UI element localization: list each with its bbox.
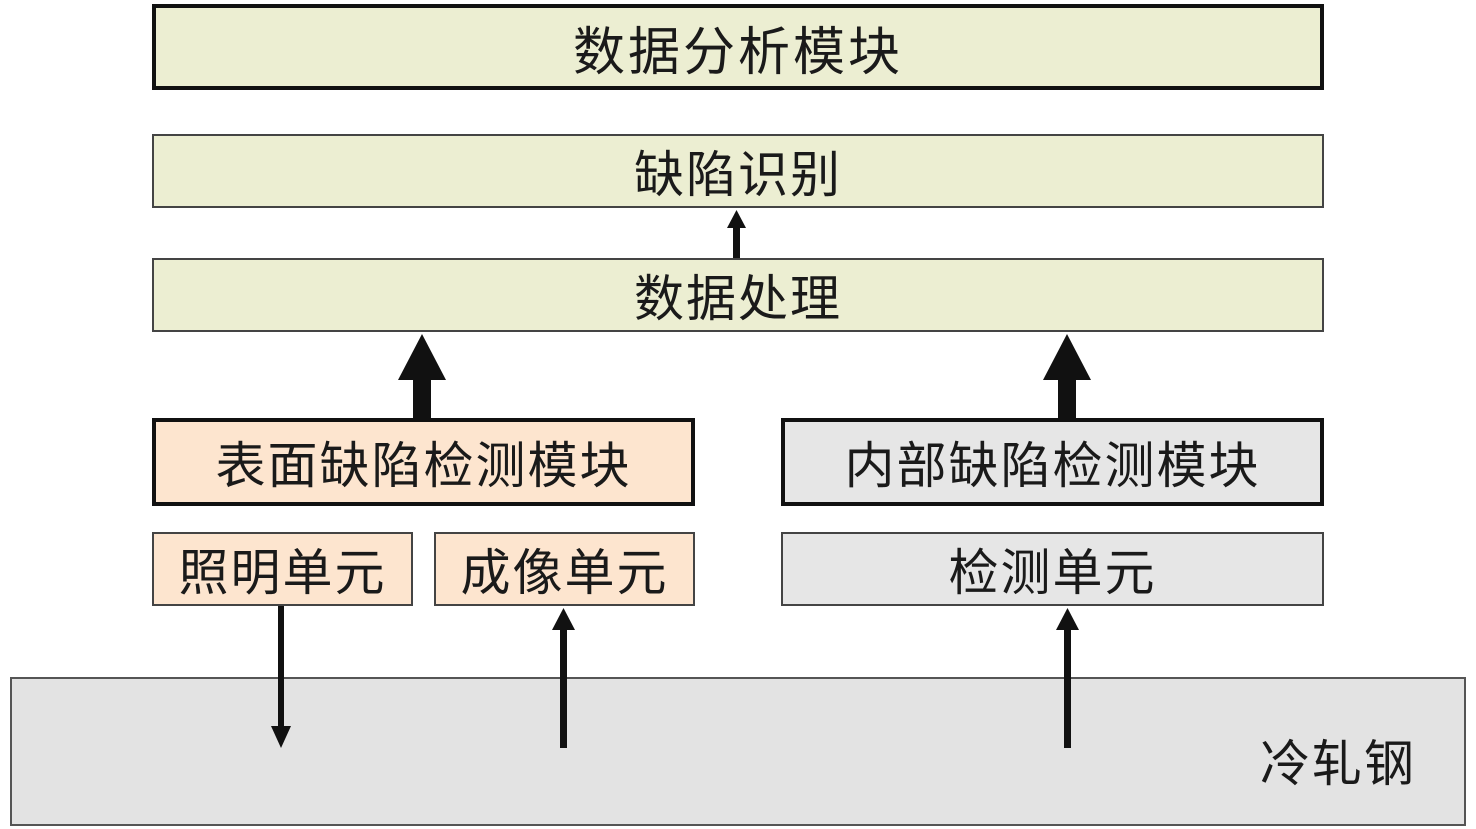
internal-defect-module-label: 内部缺陷检测模块 — [844, 437, 1261, 495]
detection-unit-label: 检测单元 — [948, 544, 1157, 602]
arrow-surface-to-processing — [398, 334, 446, 418]
data-processing-label: 数据处理 — [634, 270, 842, 328]
defect-identification-box: 缺陷识别 — [152, 134, 1324, 208]
material-label: 冷轧钢 — [1260, 735, 1416, 793]
illumination-unit-box: 照明单元 — [152, 532, 413, 606]
data-processing-box: 数据处理 — [152, 258, 1324, 332]
illumination-unit-label: 照明单元 — [178, 544, 387, 602]
arrow-internal-to-processing — [1043, 334, 1091, 418]
cold-rolled-steel-block: 冷轧钢 — [10, 677, 1466, 826]
imaging-unit-box: 成像单元 — [434, 532, 695, 606]
defect-identification-label: 缺陷识别 — [634, 146, 842, 204]
imaging-unit-label: 成像单元 — [460, 544, 669, 602]
data-analysis-module-box: 数据分析模块 — [152, 4, 1324, 90]
data-analysis-module-label: 数据分析模块 — [572, 22, 903, 83]
detection-unit-box: 检测单元 — [781, 532, 1324, 606]
surface-defect-module-label: 表面缺陷检测模块 — [215, 437, 632, 495]
arrow-processing-to-identification — [727, 210, 746, 258]
internal-defect-module-box: 内部缺陷检测模块 — [781, 418, 1324, 506]
surface-defect-module-box: 表面缺陷检测模块 — [152, 418, 695, 506]
